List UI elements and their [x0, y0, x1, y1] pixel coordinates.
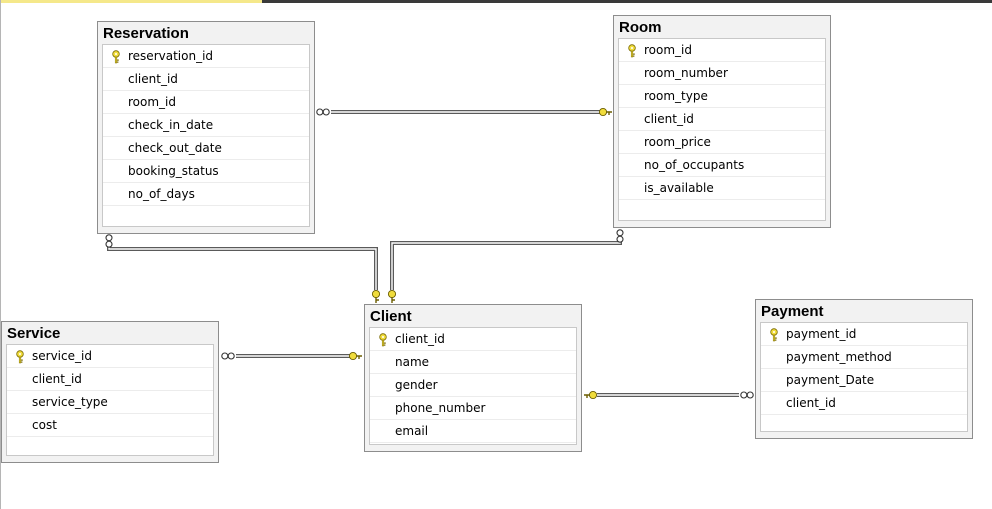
key-icon: [111, 49, 121, 64]
column-row-phone-number[interactable]: phone_number: [370, 397, 576, 420]
column-row-client-id[interactable]: client_id: [370, 328, 576, 351]
relationship-line-room-client[interactable]: [390, 241, 622, 290]
key-icon: [769, 327, 779, 342]
column-name: payment_id: [786, 327, 857, 341]
column-row-client-id[interactable]: client_id: [619, 108, 825, 131]
column-row-payment-Date[interactable]: payment_Date: [761, 369, 967, 392]
column-row-room-price[interactable]: room_price: [619, 131, 825, 154]
left-border-line: [0, 0, 1, 509]
entity-room[interactable]: Room room_id room_number room_type client_i…: [613, 15, 831, 228]
column-row-client-id[interactable]: client_id: [7, 368, 213, 391]
column-name: name: [395, 355, 430, 369]
column-name: is_available: [644, 181, 714, 195]
column-row-check-out-date[interactable]: check_out_date: [103, 137, 309, 160]
column-name: check_out_date: [128, 141, 222, 155]
column-name: room_type: [644, 89, 708, 103]
key-end-icon: [387, 289, 397, 303]
column-name: gender: [395, 378, 438, 392]
column-name: no_of_days: [128, 187, 195, 201]
column-row-booking-status[interactable]: booking_status: [103, 160, 309, 183]
column-name: client_id: [128, 72, 178, 86]
column-row-payment-method[interactable]: payment_method: [761, 346, 967, 369]
entity-title: Payment: [761, 303, 824, 320]
column-row-email[interactable]: email: [370, 420, 576, 443]
column-name: payment_Date: [786, 373, 875, 387]
column-name: check_in_date: [128, 118, 214, 132]
relationship-line-reservation-client[interactable]: [107, 246, 378, 290]
column-row-service-id[interactable]: service_id: [7, 345, 213, 368]
column-name: booking_status: [128, 164, 219, 178]
key-end-icon: [348, 351, 362, 361]
column-row-is-available[interactable]: is_available: [619, 177, 825, 200]
column-row-room-number[interactable]: room_number: [619, 62, 825, 85]
column-name: reservation_id: [128, 49, 214, 63]
entity-reservation[interactable]: Reservation reservation_id client_id room_…: [97, 21, 315, 234]
infinity-icon: [105, 234, 113, 248]
column-name: no_of_occupants: [644, 158, 745, 172]
key-icon: [378, 332, 388, 347]
column-list: reservation_id client_id room_id check_in_d…: [102, 44, 310, 227]
column-row-service-type[interactable]: service_type: [7, 391, 213, 414]
column-name: room_number: [644, 66, 728, 80]
key-icon: [15, 349, 25, 364]
column-name: room_id: [644, 43, 692, 57]
column-name: service_id: [32, 349, 92, 363]
column-name: room_id: [128, 95, 176, 109]
column-row-gender[interactable]: gender: [370, 374, 576, 397]
entity-title: Client: [370, 308, 412, 325]
infinity-icon: [316, 108, 330, 116]
top-dark-bar: [262, 0, 992, 3]
key-end-icon: [371, 289, 381, 303]
infinity-icon: [740, 391, 754, 399]
column-name: client_id: [644, 112, 694, 126]
column-row-client-id[interactable]: client_id: [103, 68, 309, 91]
key-end-icon: [584, 390, 598, 400]
column-name: service_type: [32, 395, 108, 409]
column-name: email: [395, 424, 429, 438]
column-row-no-of-occupants[interactable]: no_of_occupants: [619, 154, 825, 177]
key-icon: [627, 43, 637, 58]
column-row-client-id[interactable]: client_id: [761, 392, 967, 415]
column-name: phone_number: [395, 401, 486, 415]
column-name: cost: [32, 418, 57, 432]
column-row-room-type[interactable]: room_type: [619, 85, 825, 108]
column-row-check-in-date[interactable]: check_in_date: [103, 114, 309, 137]
entity-title: Room: [619, 19, 662, 36]
column-row-room-id[interactable]: room_id: [619, 39, 825, 62]
entity-title: Service: [7, 325, 61, 342]
column-row-cost[interactable]: cost: [7, 414, 213, 437]
column-name: client_id: [32, 372, 82, 386]
column-name: room_price: [644, 135, 711, 149]
column-name: client_id: [395, 332, 445, 346]
column-row-room-id[interactable]: room_id: [103, 91, 309, 114]
column-row-reservation-id[interactable]: reservation_id: [103, 45, 309, 68]
column-name: client_id: [786, 396, 836, 410]
entity-title: Reservation: [103, 25, 189, 42]
infinity-icon: [616, 229, 624, 243]
column-row-no-of-days[interactable]: no_of_days: [103, 183, 309, 206]
column-name: payment_method: [786, 350, 892, 364]
column-row-payment-id[interactable]: payment_id: [761, 323, 967, 346]
key-end-icon: [598, 107, 612, 117]
column-row-name[interactable]: name: [370, 351, 576, 374]
infinity-icon: [221, 352, 235, 360]
top-accent-bar: [0, 0, 262, 3]
